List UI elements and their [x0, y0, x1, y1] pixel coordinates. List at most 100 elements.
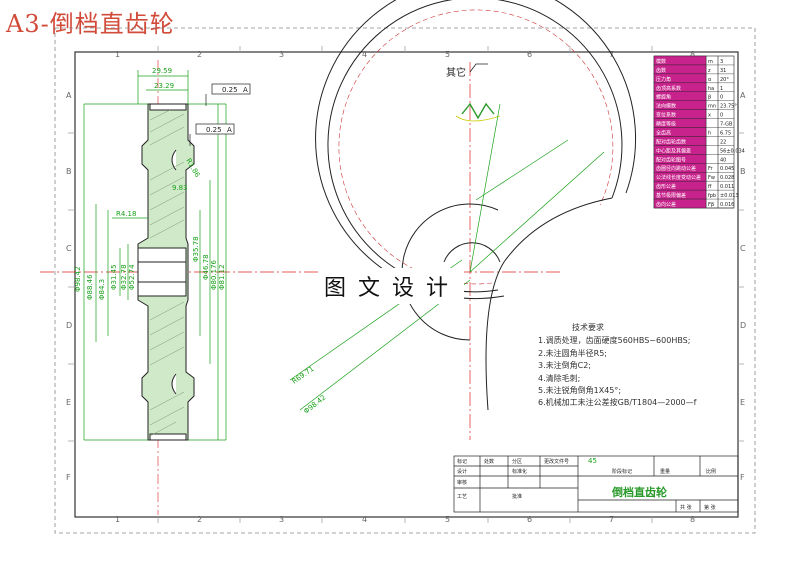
inner-frame: [74, 51, 739, 518]
param-name: 压力角: [656, 76, 671, 83]
col-label-top: 6: [527, 50, 532, 59]
col-label-bottom: 2: [197, 515, 202, 524]
dim-center-2: Φ52.74: [128, 264, 136, 290]
dim-left-3: Φ84.3: [98, 279, 106, 300]
param-name: 齿数: [656, 67, 666, 74]
param-value: 40: [720, 157, 726, 163]
col-label-bottom: 6: [527, 515, 532, 524]
gear-inner-ring-arc: [327, 0, 623, 293]
grid-ticks: [68, 46, 744, 523]
dim-right-3: Φ80.176: [210, 259, 218, 290]
param-symbol: β: [708, 95, 711, 101]
col-label-bottom: 7: [609, 515, 614, 524]
row-label-left: A: [66, 91, 72, 100]
watermark-text: 图文设计: [320, 268, 465, 304]
param-name: 精度等级: [656, 121, 676, 128]
param-name: 齿向公差: [656, 201, 676, 208]
surface-mark-label: 其它: [446, 66, 466, 79]
title-block-row2-cell: 设计: [457, 468, 467, 475]
param-value: 56±0.034: [720, 148, 745, 154]
param-name: 齿圈径向跳动公差: [656, 165, 696, 172]
runout-1-ref: A: [243, 86, 248, 94]
param-value: 31: [720, 68, 726, 74]
upper-groove: [171, 149, 177, 171]
title-block-row4-cell: 第 张: [704, 504, 716, 511]
param-value: 23.75°: [720, 104, 737, 110]
row-label-left: F: [66, 473, 71, 482]
param-value: 22: [720, 139, 726, 145]
hub-bore: [137, 247, 187, 297]
param-value: 3: [720, 59, 723, 65]
param-name: 法向模数: [656, 103, 676, 110]
param-name: 变位系数: [656, 112, 676, 119]
runout-1-value: 0.25: [222, 86, 238, 94]
param-symbol: Fw: [708, 175, 715, 181]
col-label-bottom: 1: [115, 515, 120, 524]
param-value: 0.016: [720, 202, 734, 208]
section-view: [137, 103, 195, 441]
dim-diag-2: Φ98.42: [302, 394, 327, 416]
param-value: 6.75: [720, 130, 731, 136]
param-name: 模数: [656, 58, 666, 65]
tech-note-item: 6.机械加工未注公差按GB/T1804—2000—f: [538, 398, 697, 408]
title-block-row3-cell: 审核: [457, 479, 467, 486]
runout-2-ref: A: [227, 126, 232, 134]
col-label-bottom: 8: [690, 515, 695, 524]
tech-note-item: 3.未注倒角C2;: [538, 361, 592, 371]
param-symbol: x: [708, 113, 711, 119]
row-label-right: D: [740, 321, 746, 330]
title-block-row1-cell: 更改文件号: [544, 458, 569, 465]
page-title: A3-倒档直齿轮: [6, 10, 175, 38]
row-label-left: B: [66, 167, 72, 176]
param-symbol: Fr: [708, 166, 714, 172]
title-block-row2-cell: 比例: [706, 468, 716, 475]
row-label-right: E: [740, 398, 745, 407]
tech-note-item: 2.未注圆角半径R5;: [538, 348, 607, 358]
dim-center-1: Φ32.78: [120, 264, 128, 290]
param-value: 20°: [720, 77, 729, 83]
param-value: 7-GB: [720, 122, 733, 128]
row-label-right: F: [740, 473, 745, 482]
param-symbol: α: [708, 77, 712, 83]
param-symbol: h: [708, 130, 711, 136]
col-label-bottom: 4: [362, 515, 367, 524]
param-name: 配对齿轮齿数: [656, 138, 686, 145]
dim-right-2: Φ46.78: [202, 254, 210, 280]
dim-top-width-2: 23.29: [154, 82, 174, 90]
param-name: 螺旋角: [656, 94, 671, 101]
tech-note-item: 4.清除毛刺;: [538, 373, 581, 383]
tooth-detail: [461, 102, 495, 120]
dim-left-5: Φ88.46: [86, 274, 94, 300]
title-block-row2-cell: 阶段标记: [612, 468, 632, 475]
row-label-right: B: [740, 167, 746, 176]
col-label-top: 1: [115, 50, 120, 59]
row-label-right: A: [740, 91, 746, 100]
row-label-left: D: [66, 321, 72, 330]
title-block-row1-cell: 处数: [484, 458, 494, 465]
surface-roughness-mark: 其它: [446, 63, 488, 79]
col-label-bottom: 5: [445, 515, 450, 524]
gear-outer-arc: [315, 0, 637, 300]
col-label-top: 2: [197, 50, 202, 59]
title-block-row4-cell: 共 张: [680, 504, 692, 511]
runout-2-value: 0.25: [206, 126, 222, 134]
col-label-bottom: 3: [279, 515, 284, 524]
col-label-top: 8: [690, 50, 695, 59]
param-symbol: fpb: [708, 193, 716, 199]
param-symbol: Fβ: [708, 202, 714, 208]
dim-983: 9.83: [172, 184, 188, 192]
tech-note-item: 1.调质处理，齿面硬度560HBS~600HBS;: [538, 336, 691, 346]
dim-left-2: Φ31.45: [110, 264, 118, 290]
gear-front-view: [315, 0, 637, 411]
param-symbol: ff: [708, 184, 712, 190]
param-value: 1: [720, 86, 723, 92]
dim-diag-1: R69.71: [291, 365, 316, 386]
param-symbol: z: [708, 68, 711, 74]
param-name: 中心距及其偏差: [656, 147, 691, 154]
param-symbol: mn: [708, 104, 716, 110]
param-name: 全齿高: [656, 129, 671, 136]
dim-left-1: R4.18: [116, 210, 136, 218]
outer-frame: [54, 27, 756, 534]
